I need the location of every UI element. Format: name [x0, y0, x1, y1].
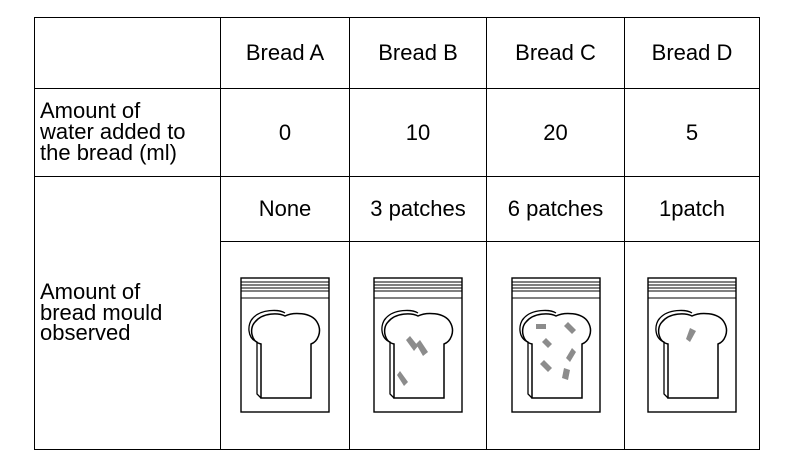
water-value-bread-d: 5	[624, 88, 760, 177]
water-row-label-text: Amount of water added to the bread (ml)	[40, 98, 186, 165]
bag-cell-bread-a	[220, 241, 350, 450]
bag-cell-bread-c	[486, 241, 625, 450]
bread-bag-icon	[647, 276, 737, 413]
column-header-bread-b: Bread B	[349, 17, 487, 89]
mould-patch	[539, 359, 552, 372]
mould-patch	[541, 337, 552, 348]
column-header-bread-a: Bread A	[220, 17, 350, 89]
mould-image-row	[35, 241, 760, 450]
mould-patches	[535, 321, 576, 380]
mould-value-bread-b: 3 patches	[349, 176, 487, 242]
bread-bag-icon	[240, 276, 330, 413]
mould-value-bread-d: 1patch	[624, 176, 760, 242]
mould-patch	[406, 335, 418, 351]
bag-cell-bread-b	[349, 241, 487, 450]
mould-value-bread-a: None	[220, 176, 350, 242]
mould-row-label-text: Amount of bread mould observed	[40, 278, 163, 346]
bread-bag-icon	[510, 276, 601, 413]
empty-corner-cell	[34, 17, 221, 89]
mould-row-label: Amount of bread mould observed	[34, 176, 221, 450]
mould-patch	[565, 347, 576, 362]
water-row: Amount of water added to the bread (ml) …	[34, 88, 760, 177]
mould-patches	[686, 327, 696, 342]
column-header-bread-d: Bread D	[624, 17, 760, 89]
header-row: Bread A Bread B Bread C Bread D	[34, 17, 760, 89]
water-value-bread-b: 10	[349, 88, 487, 177]
mould-patch	[561, 367, 570, 380]
column-header-bread-c: Bread C	[486, 17, 625, 89]
mould-patches	[397, 335, 428, 386]
bag-cell-bread-d	[624, 241, 760, 450]
mould-patch	[416, 339, 428, 356]
mould-value-bread-c: 6 patches	[486, 176, 625, 242]
mould-patch	[686, 327, 696, 342]
mould-patch	[563, 321, 576, 334]
water-value-bread-a: 0	[220, 88, 350, 177]
experiment-table: Bread A Bread B Bread C Bread D Amount o…	[34, 17, 760, 450]
mould-patch	[397, 370, 408, 386]
mould-patch	[535, 323, 546, 329]
bread-bag-icon	[373, 276, 463, 413]
water-row-label: Amount of water added to the bread (ml)	[34, 88, 221, 177]
water-value-bread-c: 20	[486, 88, 625, 177]
mould-count-row: Amount of bread mould observed None 3 pa…	[34, 176, 760, 450]
